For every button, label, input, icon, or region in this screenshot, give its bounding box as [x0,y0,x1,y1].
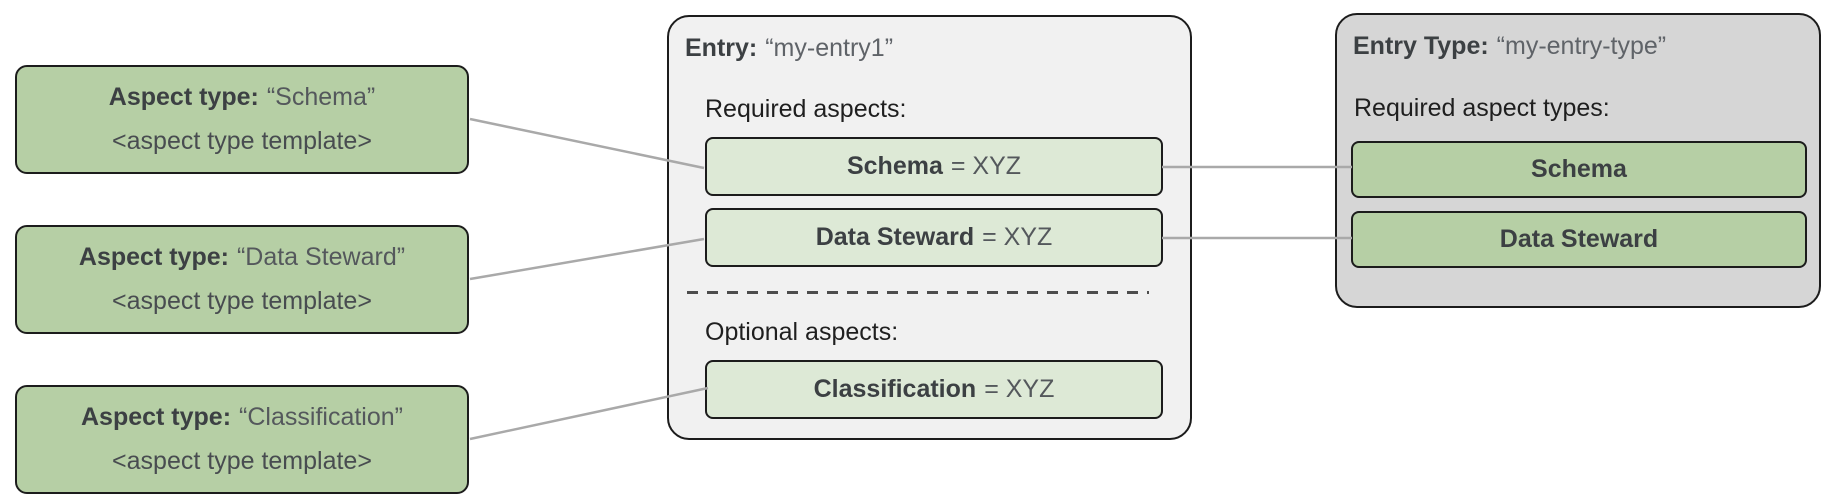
entry-type-aspect-name: Schema [1531,155,1627,183]
entry-type-required-data-steward: Data Steward [1351,211,1807,268]
entry-type-name: “my-entry-type” [1496,32,1667,60]
entry-aspect-text: Schema = XYZ [847,152,1021,181]
aspect-type-name: “Classification” [239,403,403,431]
aspect-type-template: <aspect type template> [112,127,372,155]
aspect-type-label: Aspect type: [108,83,259,111]
entry-type-label: Entry Type: [1353,32,1489,60]
required-optional-divider [687,291,1149,294]
aspect-type-card-title: Aspect type: “Data Steward” [79,243,405,272]
aspect-type-label: Aspect type: [78,243,229,271]
required-aspect-types-heading: Required aspect types: [1354,94,1610,122]
entry-name: “my-entry1” [765,34,894,62]
entry-type-title: Entry Type: “my-entry-type” [1353,32,1666,61]
aspect-type-template: <aspect type template> [112,287,372,315]
optional-aspects-heading: Optional aspects: [705,318,899,346]
aspect-type-template: <aspect type template> [112,447,372,475]
entry-type-container: Entry Type: “my-entry-type” Required asp… [1335,13,1821,308]
entry-aspect-data-steward: Data Steward = XYZ [705,208,1163,267]
aspect-type-name: “Schema” [266,83,376,111]
aspect-type-card-title: Aspect type: “Schema” [109,83,375,112]
entry-label: Entry: [685,34,758,62]
entry-aspect-value: = XYZ [982,223,1053,251]
aspect-type-card-classification: Aspect type: “Classification” <aspect ty… [15,385,469,494]
aspect-type-name: “Data Steward” [236,243,406,271]
entry-aspect-schema: Schema = XYZ [705,137,1163,196]
required-aspects-heading: Required aspects: [705,95,907,123]
entry-title: Entry: “my-entry1” [685,34,893,63]
entry-type-aspect-name: Data Steward [1499,225,1659,253]
entry-aspect-name: Schema [846,152,943,180]
entry-aspect-text: Data Steward = XYZ [816,223,1053,252]
entry-aspect-classification: Classification = XYZ [705,360,1163,419]
entry-aspect-value: = XYZ [950,152,1022,180]
entry-aspect-name: Classification [813,375,977,403]
entry-aspect-value: = XYZ [984,375,1055,403]
aspect-type-label: Aspect type: [81,403,232,431]
entry-type-required-schema: Schema [1351,141,1807,198]
entry-aspect-text: Classification = XYZ [814,375,1055,404]
entry-container: Entry: “my-entry1” Required aspects: Sch… [667,15,1192,440]
aspect-type-card-schema: Aspect type: “Schema” <aspect type templ… [15,65,469,174]
aspect-type-card-data-steward: Aspect type: “Data Steward” <aspect type… [15,225,469,334]
aspect-type-card-title: Aspect type: “Classification” [81,403,403,432]
entry-aspect-name: Data Steward [815,223,975,251]
